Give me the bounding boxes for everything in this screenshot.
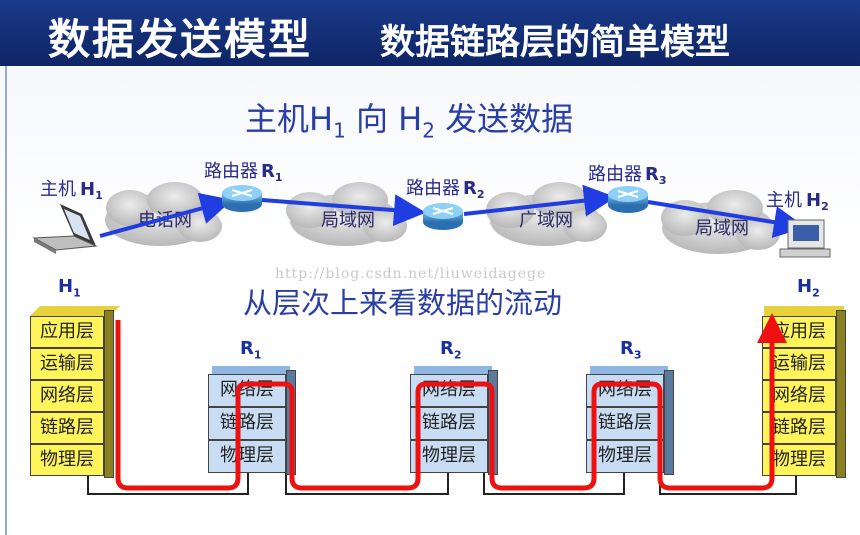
stack-label-r3: R3 bbox=[620, 338, 642, 362]
host2-stack: 应用层 运输层 网络层 链路层 物理层 bbox=[754, 306, 846, 478]
h1-layer-app: 应用层 bbox=[30, 316, 104, 348]
heading-h1-sub: 1 bbox=[333, 118, 346, 143]
stack-top bbox=[414, 366, 492, 374]
watermark: http://blog.csdn.net/liuweidagege bbox=[275, 266, 547, 282]
title-main: 数据发送模型 bbox=[48, 15, 313, 64]
stack-label-h2: H2 bbox=[797, 276, 820, 300]
heading-mid: 向 bbox=[355, 100, 388, 138]
heading-suffix: 发送数据 bbox=[445, 100, 574, 138]
r3-layer-physical: 物理层 bbox=[586, 440, 664, 473]
left-rule bbox=[5, 66, 7, 535]
cloud-label-3: 广域网 bbox=[519, 210, 573, 231]
r1-layer-network: 网络层 bbox=[208, 374, 286, 407]
title-bar: 数据发送模型 数据链路层的简单模型 bbox=[0, 0, 860, 66]
stack-side bbox=[664, 370, 674, 475]
r2-layer-physical: 物理层 bbox=[410, 440, 488, 473]
cloud-label-4: 局域网 bbox=[695, 218, 749, 239]
h1-layer-network: 网络层 bbox=[30, 380, 104, 412]
router1-stack: 网络层 链路层 物理层 bbox=[200, 366, 296, 476]
h1-layer-physical: 物理层 bbox=[30, 444, 104, 476]
heading-send-data: 主机H1 向 H2 发送数据 bbox=[245, 94, 573, 142]
r2-layer-link: 链路层 bbox=[410, 407, 488, 440]
r2-layer-network: 网络层 bbox=[410, 374, 488, 407]
host1-stack: 应用层 运输层 网络层 链路层 物理层 bbox=[20, 306, 120, 478]
stack-side bbox=[104, 310, 114, 478]
heading-h2: H bbox=[398, 100, 423, 138]
r1-layer-physical: 物理层 bbox=[208, 440, 286, 473]
router-1-icon bbox=[222, 185, 262, 212]
router3-stack: 网络层 链路层 物理层 bbox=[578, 366, 674, 476]
stack-top bbox=[764, 306, 844, 316]
heading-h1: H bbox=[309, 100, 334, 138]
heading-layer-flow: 从层次上来看数据的流动 bbox=[243, 286, 563, 320]
stack-label-h1: H1 bbox=[58, 276, 81, 300]
stack-top bbox=[590, 366, 668, 374]
r3-layer-network: 网络层 bbox=[586, 374, 664, 407]
h2-layer-physical: 物理层 bbox=[762, 444, 836, 476]
router-2-icon bbox=[423, 203, 463, 230]
r3-layer-link: 链路层 bbox=[586, 407, 664, 440]
r1-layer-link: 链路层 bbox=[208, 407, 286, 440]
h2-layer-transport: 运输层 bbox=[762, 348, 836, 380]
stack-top bbox=[212, 366, 290, 374]
stack-side bbox=[286, 370, 296, 475]
h2-layer-app: 应用层 bbox=[762, 316, 836, 348]
h1-layer-transport: 运输层 bbox=[30, 348, 104, 380]
h1-layer-link: 链路层 bbox=[30, 412, 104, 444]
route-arrows bbox=[99, 184, 806, 239]
h2-layer-network: 网络层 bbox=[762, 380, 836, 412]
stack-side bbox=[836, 310, 846, 478]
stack-label-r2: R2 bbox=[440, 338, 462, 362]
router-3-icon bbox=[608, 186, 648, 213]
stack-side bbox=[488, 370, 498, 475]
desktop-icon bbox=[779, 219, 831, 258]
heading-h2-sub: 2 bbox=[422, 118, 435, 143]
h2-layer-link: 链路层 bbox=[762, 412, 836, 444]
heading-prefix: 主机 bbox=[245, 100, 310, 138]
laptop-icon bbox=[32, 204, 98, 254]
cloud-label-2: 局域网 bbox=[321, 210, 375, 231]
title-sub: 数据链路层的简单模型 bbox=[380, 23, 731, 63]
router2-stack: 网络层 链路层 物理层 bbox=[402, 366, 498, 476]
stack-label-r1: R1 bbox=[240, 338, 262, 362]
